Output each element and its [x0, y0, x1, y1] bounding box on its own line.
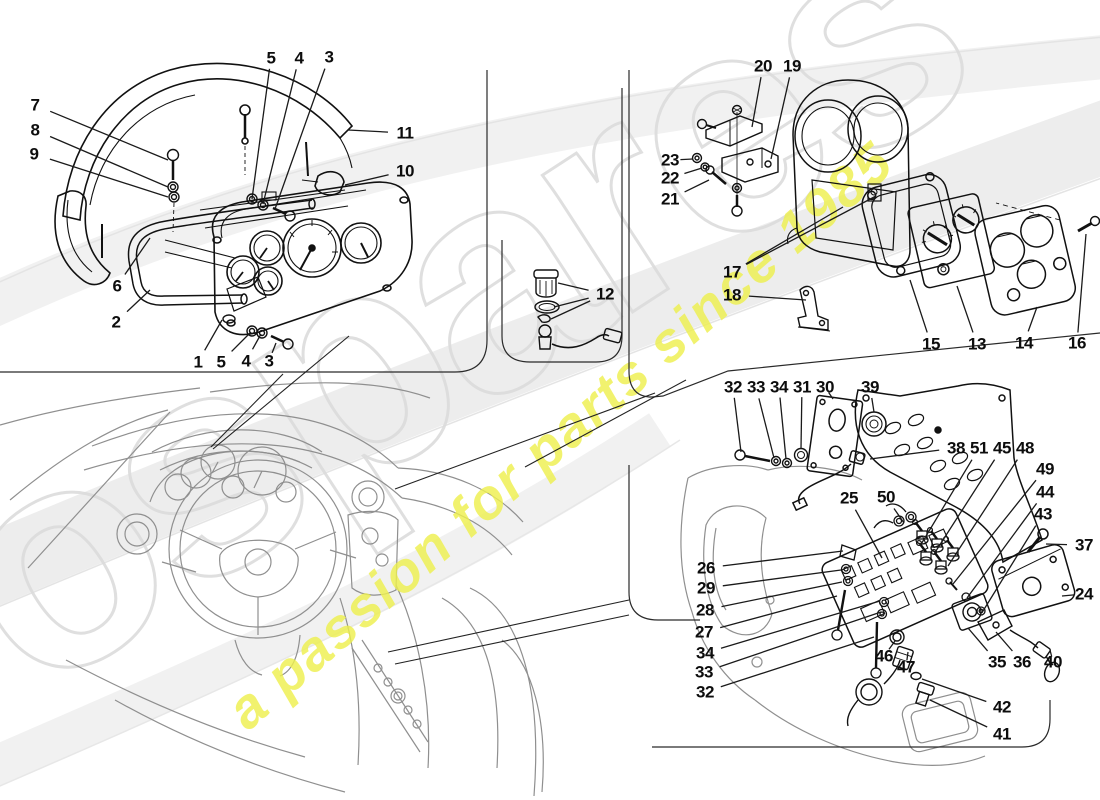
- dashboard-illustration: [0, 382, 544, 797]
- callout-36[interactable]: 36: [1013, 652, 1031, 672]
- bracket-20-19-drawing: [691, 104, 779, 217]
- callout-26[interactable]: 26: [697, 558, 715, 578]
- lever-18-drawing: [797, 285, 831, 332]
- callout-28[interactable]: 28: [696, 600, 714, 620]
- toggle-switches-drawing: [873, 503, 986, 616]
- callout-50[interactable]: 50: [877, 487, 895, 507]
- callout-49[interactable]: 49: [1036, 459, 1054, 479]
- callout-33[interactable]: 33: [695, 662, 713, 682]
- callout-39[interactable]: 39: [861, 377, 879, 397]
- callout-37[interactable]: 37: [1075, 535, 1093, 555]
- binnacle-handle-drawing: [54, 190, 111, 286]
- cluster-frame-drawing: [127, 189, 349, 306]
- callout-7[interactable]: 7: [30, 95, 40, 115]
- callout-34[interactable]: 34: [770, 377, 788, 397]
- callout-3[interactable]: 3: [324, 47, 334, 67]
- left-fasteners-drawing: [831, 544, 890, 679]
- callout-33[interactable]: 33: [747, 377, 765, 397]
- console-context-drawing: [680, 465, 986, 766]
- section-borders: [0, 70, 1100, 748]
- callout-14[interactable]: 14: [1015, 333, 1033, 353]
- callout-3[interactable]: 3: [264, 351, 274, 371]
- callout-10[interactable]: 10: [396, 161, 414, 181]
- callout-48[interactable]: 48: [1016, 438, 1034, 458]
- callout-13[interactable]: 13: [968, 334, 986, 354]
- callout-30[interactable]: 30: [816, 377, 834, 397]
- callout-32[interactable]: 32: [696, 682, 714, 702]
- callout-9[interactable]: 9: [29, 144, 39, 164]
- dash-lamp-drawing: [533, 269, 623, 350]
- bracket-24-drawing: [991, 528, 1076, 618]
- callout-34[interactable]: 34: [696, 643, 714, 663]
- callout-27[interactable]: 27: [695, 622, 713, 642]
- watermark-swoosh: [0, 35, 1100, 787]
- callout-2[interactable]: 2: [111, 312, 121, 332]
- callout-5[interactable]: 5: [216, 352, 226, 372]
- callout-38[interactable]: 38: [947, 438, 965, 458]
- callout-51[interactable]: 51: [970, 438, 988, 458]
- callout-45[interactable]: 45: [993, 438, 1011, 458]
- mounting-bracket-drawing: [854, 382, 1043, 564]
- callout-22[interactable]: 22: [661, 168, 679, 188]
- callout-20[interactable]: 20: [754, 56, 772, 76]
- callout-23[interactable]: 23: [661, 150, 679, 170]
- callout-15[interactable]: 15: [922, 334, 940, 354]
- callout-17[interactable]: 17: [723, 262, 741, 282]
- callout-41[interactable]: 41: [993, 724, 1011, 744]
- callout-25[interactable]: 25: [840, 488, 858, 508]
- callout-1[interactable]: 1: [193, 352, 203, 372]
- plate-30-drawing: [791, 394, 887, 512]
- callout-47[interactable]: 47: [897, 657, 915, 677]
- callout-40[interactable]: 40: [1044, 652, 1062, 672]
- callout-46[interactable]: 46: [875, 646, 893, 666]
- callout-18[interactable]: 18: [723, 285, 741, 305]
- callout-35[interactable]: 35: [988, 652, 1006, 672]
- callout-12[interactable]: 12: [596, 284, 614, 304]
- callout-21[interactable]: 21: [661, 189, 679, 209]
- vent-bezel-drawing: [786, 79, 911, 268]
- lighter-assembly-drawing: [846, 629, 935, 727]
- callout-43[interactable]: 43: [1034, 504, 1052, 524]
- callout-32[interactable]: 32: [724, 377, 742, 397]
- callout-19[interactable]: 19: [783, 56, 801, 76]
- callout-8[interactable]: 8: [30, 120, 40, 140]
- callout-4[interactable]: 4: [294, 48, 304, 68]
- callout-5[interactable]: 5: [266, 48, 276, 68]
- callout-11[interactable]: 11: [396, 123, 414, 143]
- callout-44[interactable]: 44: [1036, 482, 1054, 502]
- callout-42[interactable]: 42: [993, 697, 1011, 717]
- callout-31[interactable]: 31: [793, 377, 811, 397]
- switch-panel-13-drawing: [907, 193, 996, 289]
- instrument-cluster-drawing: [211, 181, 413, 336]
- callout-6[interactable]: 6: [112, 276, 122, 296]
- connector-35-36-drawing: [951, 593, 1061, 683]
- location-pointer-lines: [210, 335, 687, 665]
- callout-16[interactable]: 16: [1068, 333, 1086, 353]
- outer-plate-14-drawing: [974, 204, 1077, 316]
- callout-4[interactable]: 4: [241, 351, 251, 371]
- callout-24[interactable]: 24: [1075, 584, 1093, 604]
- callout-29[interactable]: 29: [697, 578, 715, 598]
